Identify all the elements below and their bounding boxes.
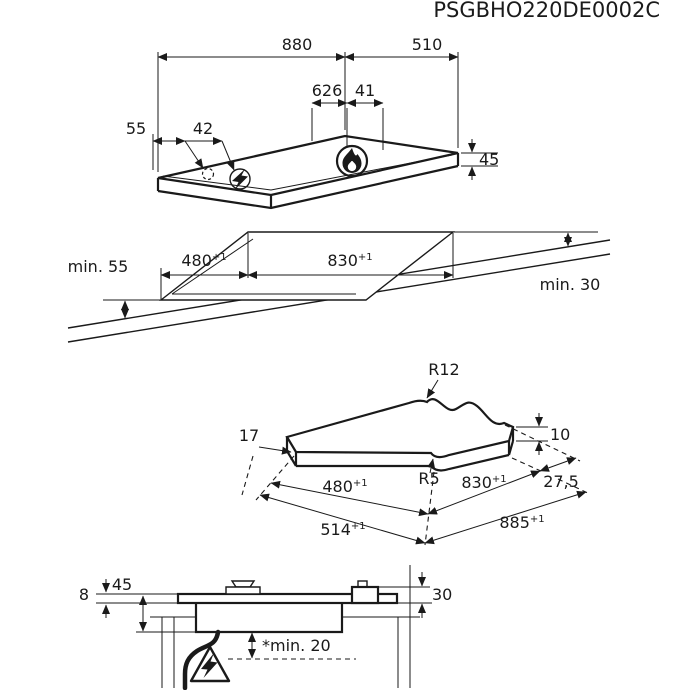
flame-burner-icon — [335, 144, 369, 178]
dim-total-height-label: 45 — [112, 575, 132, 594]
dim-cutout-width-label: 830+1 — [327, 251, 372, 270]
dim-corner-radius-label: R12 — [428, 360, 459, 379]
dim-cutout-width-label2: 830+1 — [461, 473, 506, 492]
burner-section — [225, 580, 261, 595]
cabinet-left-wall — [161, 617, 175, 688]
dim-inner-radius-label: R5 — [418, 469, 439, 488]
document-code: PSGBHO220DE0002C — [433, 0, 660, 22]
cross-section-view: 8 45 30 *min. 20 — [79, 565, 452, 690]
dim-edge-overlap-label: 17 — [239, 426, 259, 445]
ignition-lightning-icon — [229, 168, 251, 190]
hob-glass-section — [176, 592, 399, 605]
dim-ignition-spacing-label: 42 — [193, 119, 213, 138]
hob-top-view: 880 510 626 41 55 42 45 — [126, 35, 499, 210]
dim-min-front-label: min. 55 — [68, 257, 129, 276]
hob-box-section — [194, 603, 344, 634]
dim-cutout-depth-label2: 480+1 — [322, 477, 367, 496]
dim-cutout-depth-label: 480+1 — [181, 251, 226, 270]
dim-corner-offset-label: 27,5 — [543, 472, 579, 491]
dim-glass-thickness-label: 10 — [550, 425, 570, 444]
dim-wok-x-label: 626 — [312, 81, 343, 100]
corner-radius-detail-view: R12 R5 17 10 480+1 830+1 27,5 514+1 885+… — [239, 360, 591, 546]
dim-depth-label: 510 — [412, 35, 443, 54]
dim-rear-height-label: 30 — [432, 585, 452, 604]
hob-glass-top — [157, 134, 459, 197]
gas-connection — [350, 580, 380, 605]
worktop-cutout-view: 480+1 830+1 min. 55 min. 30 — [68, 231, 611, 343]
dim-glass-depth-label: 514+1 — [320, 520, 365, 539]
hob-glass-bevel — [162, 154, 453, 191]
electric-shock-warning-icon — [189, 645, 231, 683]
dim-width-label: 880 — [282, 35, 313, 54]
dim-ignition-x-label: 55 — [126, 119, 146, 138]
cabinet-right-wall — [397, 565, 411, 688]
dim-height-label: 45 — [479, 150, 499, 169]
corner-piece-top — [285, 398, 515, 459]
dim-min-rear-label: min. 30 — [540, 275, 601, 294]
gas-pipe — [182, 629, 221, 690]
ignition-hole — [201, 167, 215, 181]
dim-glass-width-label: 885+1 — [499, 513, 544, 532]
dim-glass-above-label: 8 — [79, 585, 89, 604]
dim-min-clearance-label: *min. 20 — [262, 636, 331, 655]
dim-wok-y-label: 41 — [355, 81, 375, 100]
